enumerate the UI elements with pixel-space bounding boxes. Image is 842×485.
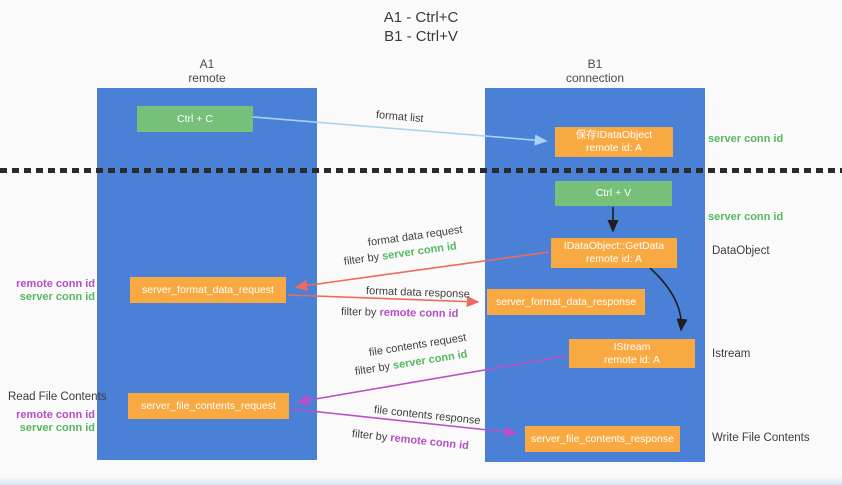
ctrl-v-label: Ctrl + V (595, 187, 632, 199)
istream-side-label: Istream (712, 348, 751, 360)
save-dataobject-line1: 保存IDataObject (575, 129, 653, 141)
write-file-contents-label: Write File Contents (712, 432, 810, 444)
lifeline-b1-role: connection (565, 71, 625, 85)
file-request-label: server_file_contents_request (141, 399, 276, 412)
format-request-label: server_format_data_request (142, 283, 274, 296)
format-request-conn-ids: remote conn id server conn id (0, 278, 95, 304)
filter-by-text-2: filter by (340, 306, 377, 319)
istream-line2: remote id: A (603, 353, 661, 366)
format-data-response-label: format data response (365, 285, 471, 301)
file-response-label: server_file_contents_response (530, 432, 674, 445)
lifeline-a1-name: A1 (199, 57, 215, 71)
diagram-title: A1 - Ctrl+C B1 - Ctrl+V (0, 8, 842, 46)
save-dataobject-line2: remote id: A (585, 142, 642, 154)
file-request-conn-ids: remote conn id server conn id (0, 409, 95, 435)
title-line-ctrl-v: B1 - Ctrl+V (384, 28, 458, 45)
node-save-dataobject: 保存IDataObject remote id: A (555, 127, 673, 157)
filter-remote-conn-id-1: remote conn id (379, 306, 459, 321)
node-idataobject-getdata: IDataObject::GetData remote id: A (551, 238, 677, 268)
format-list-label: format list (375, 109, 425, 126)
lifeline-a1-role: remote (188, 71, 226, 85)
istream-line1: IStream (613, 340, 651, 353)
format-response-label: server_format_data_response (495, 295, 637, 308)
read-file-contents-label: Read File Contents (8, 391, 107, 403)
remote-conn-id-label-1: remote conn id (16, 278, 95, 290)
lifeline-header-a1: A1 remote (147, 57, 267, 85)
server-conn-id-label-2: server conn id (19, 422, 95, 434)
bottom-edge-strip (0, 477, 842, 485)
file-contents-response-label: file contents response (373, 404, 482, 428)
remote-conn-id-label-2: remote conn id (16, 409, 95, 421)
getdata-line2: remote id: A (585, 253, 642, 265)
node-ctrl-c: Ctrl + C (137, 106, 253, 132)
filter-by-text-1: filter by (343, 251, 380, 268)
ctrl-c-label: Ctrl + C (177, 112, 213, 125)
title-line-ctrl-c: A1 - Ctrl+C (383, 9, 459, 26)
lifeline-b1-name: B1 (587, 57, 603, 71)
node-server-format-data-response: server_format_data_response (487, 289, 645, 315)
file-response-filter-label: filter by remote conn id (351, 428, 469, 452)
machine-boundary-divider (0, 168, 842, 173)
node-server-file-contents-response: server_file_contents_response (525, 426, 680, 452)
server-conn-id-top-label: server conn id (708, 133, 784, 145)
lifeline-header-b1: B1 connection (535, 57, 655, 85)
server-conn-id-label-1: server conn id (19, 291, 95, 303)
getdata-line1: IDataObject::GetData (563, 240, 665, 252)
filter-by-text-3: filter by (354, 360, 391, 378)
format-response-filter-label: filter by remote conn id (341, 306, 459, 320)
dataobject-label: DataObject (712, 245, 770, 257)
node-istream: IStream remote id: A (569, 339, 695, 368)
node-server-format-data-request: server_format_data_request (130, 277, 286, 303)
filter-by-text-4: filter by (351, 428, 388, 444)
filter-remote-conn-id-2: remote conn id (389, 432, 470, 453)
node-server-file-contents-request: server_file_contents_request (128, 393, 289, 419)
node-ctrl-v: Ctrl + V (555, 181, 672, 206)
server-conn-id-mid-label: server conn id (708, 211, 784, 223)
